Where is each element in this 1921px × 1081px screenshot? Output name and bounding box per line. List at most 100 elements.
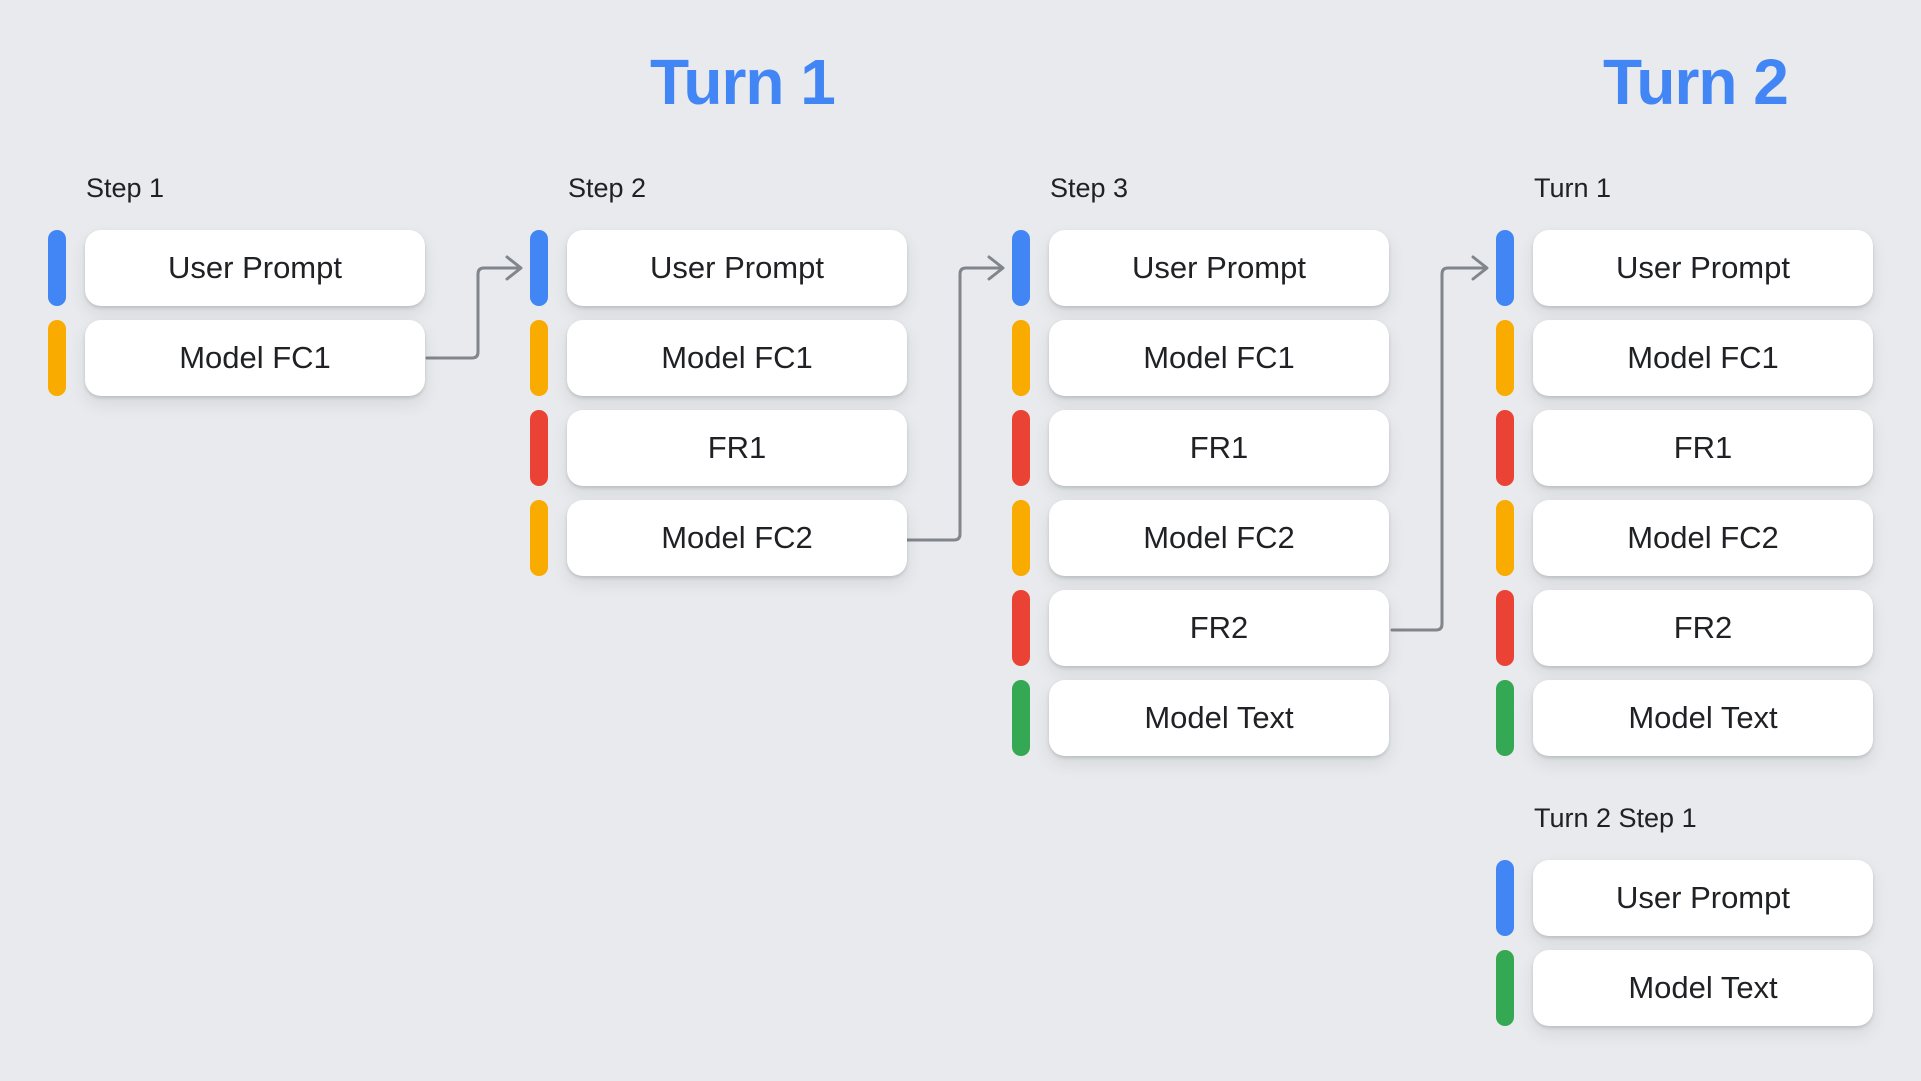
connector-arrow-step1-to-step2	[425, 255, 523, 360]
group-label: Step 2	[568, 173, 647, 203]
turn2-heading: Turn 2	[1603, 46, 1789, 118]
message-box: Model FC1	[1049, 320, 1389, 396]
connector-arrow-step3-to-turn1	[1390, 255, 1489, 632]
message-label: User Prompt	[1132, 250, 1306, 285]
red-bar	[530, 410, 548, 486]
message-row: FR2	[1012, 590, 1389, 666]
message-row: Model FC2	[1496, 500, 1873, 576]
message-box: User Prompt	[1049, 230, 1389, 306]
group-label: Turn 1	[1534, 173, 1612, 203]
message-box: User Prompt	[1533, 860, 1873, 936]
message-box: FR1	[1533, 410, 1873, 486]
message-box: Model FC1	[85, 320, 425, 396]
message-box: Model FC2	[567, 500, 907, 576]
blue-bar	[1496, 230, 1514, 306]
blue-bar	[48, 230, 66, 306]
message-row: Model Text	[1496, 950, 1873, 1026]
message-label: Model FC2	[1143, 520, 1295, 555]
message-row: Model FC1	[530, 320, 907, 396]
blue-bar	[1012, 230, 1030, 306]
message-label: Model FC1	[1627, 340, 1779, 375]
yellow-bar	[1496, 320, 1514, 396]
message-row: Model FC1	[48, 320, 425, 396]
yellow-bar	[530, 500, 548, 576]
green-bar	[1496, 950, 1514, 1026]
yellow-bar	[48, 320, 66, 396]
message-label: Model Text	[1628, 700, 1778, 735]
message-box: Model FC2	[1049, 500, 1389, 576]
message-box: Model FC2	[1533, 500, 1873, 576]
message-row: FR2	[1496, 590, 1873, 666]
message-box: User Prompt	[567, 230, 907, 306]
message-row: User Prompt	[1496, 860, 1873, 936]
message-label: User Prompt	[1616, 250, 1790, 285]
message-row: User Prompt	[1012, 230, 1389, 306]
green-bar	[1012, 680, 1030, 756]
message-row: User Prompt	[530, 230, 907, 306]
message-row: FR1	[1496, 410, 1873, 486]
turn1-heading: Turn 1	[650, 46, 836, 118]
message-label: Model FC1	[661, 340, 813, 375]
message-box: Model Text	[1049, 680, 1389, 756]
message-label: Model FC2	[661, 520, 813, 555]
message-box: FR1	[1049, 410, 1389, 486]
connector-arrow-step2-to-step3	[905, 255, 1005, 542]
message-label: Model FC2	[1627, 520, 1779, 555]
yellow-bar	[1012, 320, 1030, 396]
message-label: FR1	[1673, 430, 1733, 465]
message-label: Model FC1	[1143, 340, 1295, 375]
message-box: Model FC1	[1533, 320, 1873, 396]
message-label: Model Text	[1144, 700, 1294, 735]
green-bar	[1496, 680, 1514, 756]
message-box: Model Text	[1533, 950, 1873, 1026]
group-label: Step 1	[86, 173, 165, 203]
message-row: FR1	[1012, 410, 1389, 486]
red-bar	[1012, 410, 1030, 486]
group-label: Turn 2 Step 1	[1534, 803, 1697, 833]
message-row: User Prompt	[48, 230, 425, 306]
yellow-bar	[1012, 500, 1030, 576]
message-row: Model Text	[1012, 680, 1389, 756]
message-row: Model FC2	[1012, 500, 1389, 576]
message-box: User Prompt	[1533, 230, 1873, 306]
message-box: Model Text	[1533, 680, 1873, 756]
message-row: Model FC2	[530, 500, 907, 576]
message-label: Model Text	[1628, 970, 1778, 1005]
message-row: Model Text	[1496, 680, 1873, 756]
message-label: FR1	[1189, 430, 1249, 465]
yellow-bar	[1496, 500, 1514, 576]
yellow-bar	[530, 320, 548, 396]
message-label: FR2	[1189, 610, 1249, 645]
message-row: Model FC1	[1496, 320, 1873, 396]
message-box: Model FC1	[567, 320, 907, 396]
blue-bar	[1496, 860, 1514, 936]
message-box: FR1	[567, 410, 907, 486]
message-row: FR1	[530, 410, 907, 486]
message-box: FR2	[1533, 590, 1873, 666]
message-row: Model FC1	[1012, 320, 1389, 396]
group-label: Step 3	[1050, 173, 1129, 203]
message-row: User Prompt	[1496, 230, 1873, 306]
message-label: User Prompt	[168, 250, 342, 285]
message-label: FR2	[1673, 610, 1733, 645]
red-bar	[1496, 410, 1514, 486]
message-box: FR2	[1049, 590, 1389, 666]
message-label: Model FC1	[179, 340, 331, 375]
message-box: User Prompt	[85, 230, 425, 306]
message-label: User Prompt	[650, 250, 824, 285]
red-bar	[1012, 590, 1030, 666]
red-bar	[1496, 590, 1514, 666]
blue-bar	[530, 230, 548, 306]
message-label: FR1	[707, 430, 767, 465]
message-label: User Prompt	[1616, 880, 1790, 915]
